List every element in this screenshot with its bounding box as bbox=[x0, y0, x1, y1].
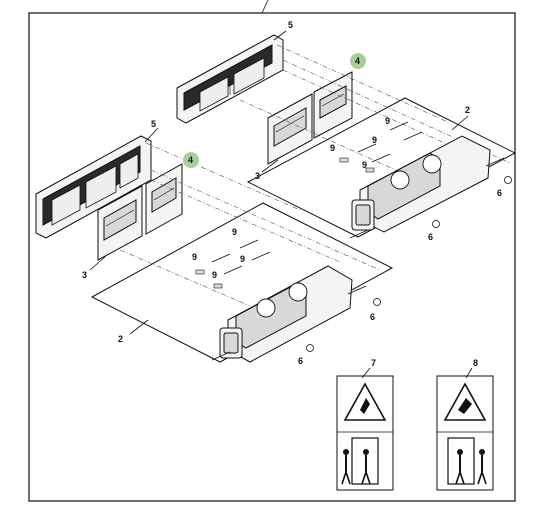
callout-9-upper-b: 9 bbox=[330, 143, 335, 153]
callout-9-upper-a: 9 bbox=[385, 116, 390, 126]
warning-decal-7 bbox=[336, 375, 394, 491]
callout-9-upper-d: 9 bbox=[362, 160, 367, 170]
pinch-hazard-icon bbox=[447, 437, 487, 485]
cover-lower bbox=[35, 135, 152, 239]
callout-6-d: 6 bbox=[298, 356, 303, 366]
callout-5-lower: 5 bbox=[151, 119, 156, 129]
callout-4-lower: 4 bbox=[188, 155, 193, 165]
pins-lower bbox=[195, 239, 271, 289]
screw-lower-b bbox=[306, 344, 314, 352]
callout-6-c: 6 bbox=[370, 312, 375, 322]
mounting-plate-upper bbox=[246, 97, 517, 238]
module-body-upper bbox=[349, 135, 505, 239]
pinch-hazard-icon bbox=[341, 437, 379, 485]
callout-6-b: 6 bbox=[428, 232, 433, 242]
pins-upper bbox=[339, 121, 423, 173]
cover-upper bbox=[176, 34, 284, 124]
callout-9-upper-c: 9 bbox=[372, 135, 377, 145]
callout-2-lower: 2 bbox=[118, 334, 123, 344]
callout-4-highlight-upper bbox=[350, 53, 366, 69]
callout-7: 7 bbox=[371, 358, 376, 368]
callout-3-upper: 3 bbox=[255, 171, 260, 181]
callout-9-lower-c: 9 bbox=[240, 254, 245, 264]
callout-3-lower: 3 bbox=[82, 270, 87, 280]
callout-9-lower-d: 9 bbox=[212, 270, 217, 280]
warning-decal-8 bbox=[436, 375, 494, 491]
diagram-frame bbox=[28, 12, 516, 502]
callout-9-lower-b: 9 bbox=[192, 252, 197, 262]
screw-upper-b bbox=[432, 220, 440, 228]
screw-upper-a bbox=[504, 176, 512, 184]
callout-8: 8 bbox=[473, 358, 478, 368]
callout-5-upper: 5 bbox=[288, 20, 293, 30]
callout-6-a: 6 bbox=[497, 188, 502, 198]
callout-9-lower-a: 9 bbox=[232, 227, 237, 237]
leader-top bbox=[261, 0, 269, 14]
callout-4-upper: 4 bbox=[355, 56, 360, 66]
callout-4-highlight-lower bbox=[183, 152, 199, 168]
callout-2-upper: 2 bbox=[465, 105, 470, 115]
module-body-lower bbox=[211, 265, 367, 363]
screw-lower-a bbox=[373, 298, 381, 306]
